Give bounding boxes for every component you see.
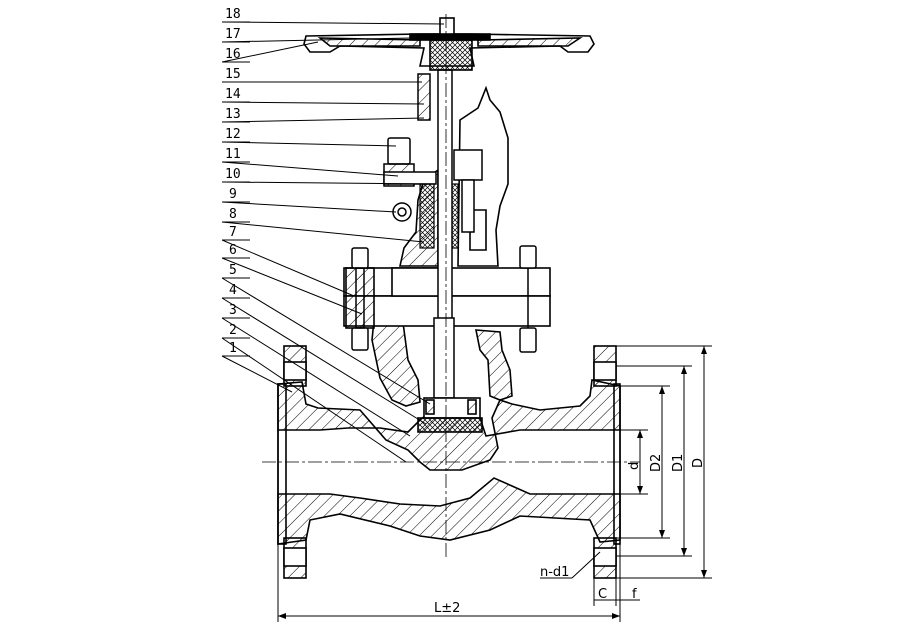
valve-disc bbox=[417, 397, 483, 433]
dim-d: d bbox=[627, 462, 642, 470]
callout-14: 14 bbox=[225, 87, 241, 102]
gland-bolt bbox=[383, 137, 437, 187]
handwheel bbox=[303, 17, 595, 71]
dim-D2: D2 bbox=[649, 454, 664, 472]
callout-13: 13 bbox=[225, 107, 241, 122]
dim-L: L±2 bbox=[434, 601, 460, 616]
callout-15: 15 bbox=[225, 67, 241, 82]
callout-6: 6 bbox=[229, 243, 237, 258]
dim-D1: D1 bbox=[671, 454, 686, 472]
callout-underlines bbox=[222, 21, 250, 357]
dim-n-d1: n-d1 bbox=[540, 565, 569, 580]
callout-8: 8 bbox=[229, 207, 237, 222]
callout-1: 1 bbox=[229, 341, 237, 356]
callout-9: 9 bbox=[229, 187, 237, 202]
callout-5: 5 bbox=[229, 263, 237, 278]
callout-7: 7 bbox=[229, 225, 237, 240]
callout-16: 16 bbox=[225, 47, 241, 62]
dimension-lines bbox=[277, 345, 712, 622]
callout-leaders bbox=[221, 21, 445, 463]
stem-nut bbox=[417, 73, 483, 233]
dim-C: C bbox=[598, 587, 607, 602]
callout-2: 2 bbox=[229, 323, 237, 338]
callout-labels: 18 17 16 15 14 13 12 11 10 9 8 7 6 5 4 3… bbox=[225, 7, 241, 356]
center-lines bbox=[262, 14, 640, 560]
stem bbox=[433, 69, 455, 399]
callout-10: 10 bbox=[225, 167, 241, 182]
pin bbox=[392, 202, 412, 222]
callout-18: 18 bbox=[225, 7, 241, 22]
bonnet-bolts bbox=[351, 245, 537, 353]
dimension-labels: d D2 D1 D n-d1 C f L±2 bbox=[434, 454, 706, 616]
dimension-arrows bbox=[278, 346, 707, 619]
callout-4: 4 bbox=[229, 283, 237, 298]
dim-f: f bbox=[632, 587, 637, 602]
callout-17: 17 bbox=[225, 27, 241, 42]
dim-D: D bbox=[691, 458, 706, 468]
callout-11: 11 bbox=[225, 147, 241, 162]
callout-3: 3 bbox=[229, 303, 237, 318]
callout-12: 12 bbox=[225, 127, 241, 142]
